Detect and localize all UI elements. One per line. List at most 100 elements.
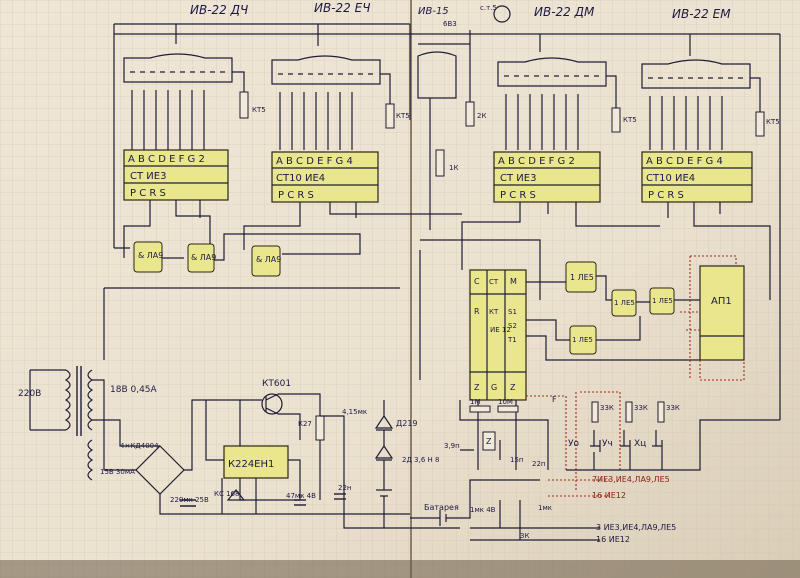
resistor-kt5-3 (611, 107, 621, 133)
resistor-1k (435, 149, 445, 177)
bus-label-2: 16 ИЕ12 (592, 491, 626, 500)
trafo-output-label: 18В 0,45А (110, 385, 158, 395)
svg-text:Хц: Хц (634, 439, 646, 449)
cap2-label: 47мк 4В (286, 492, 316, 500)
page-edge-shadow (0, 560, 800, 578)
resistor-k27-label: К27 (298, 420, 312, 428)
tube-5 (641, 59, 751, 89)
svg-text:R: R (474, 307, 480, 316)
counter-1-row1: A B C D E F G 2 (128, 154, 205, 165)
svg-text:АП1: АП1 (711, 296, 732, 307)
aux-winding-label: 15В 30мА (100, 468, 135, 476)
resistor-kt5-1 (239, 91, 249, 119)
filter-cap-label: 220мк 25В (170, 496, 209, 504)
tube5-label: ИВ-22 ЕМ (672, 7, 731, 21)
resistor-33k-1-label: 33К (600, 404, 614, 412)
mains-label: 220В (18, 389, 41, 399)
resistor-kt5-3-label: КТ5 (623, 116, 637, 124)
cap3-label: 22н (338, 484, 351, 492)
tube4-label: ИВ-22 ДМ (534, 5, 595, 19)
svg-text:Уо: Уо (568, 439, 579, 449)
svg-text:M: M (510, 277, 517, 286)
crystal (482, 431, 496, 451)
svg-text:S2: S2 (508, 322, 517, 330)
resistor-3k-label: 3К (520, 532, 529, 540)
gate-la9-3: & ЛА9 (251, 245, 281, 277)
bus-label-1: 7ИЕ3,ИЕ4,ЛА9,ЛЕ5 (592, 475, 670, 484)
resistor-k27 (315, 415, 325, 441)
gate-la9-1: & ЛА9 (133, 241, 163, 273)
neon-lamp-icon (493, 5, 511, 23)
neon-label: 6В3 (443, 20, 457, 28)
svg-text:Z: Z (474, 383, 480, 392)
gate-le5-3: 1 ЛЕ5 (649, 287, 675, 315)
counter-1-row3: P C R S (130, 188, 166, 199)
diode-bridge (92, 379, 410, 515)
counter-2-row3: P C R S (278, 190, 314, 201)
pin-f-label: F (552, 395, 557, 404)
transistor-kt601 (261, 393, 283, 415)
counter-chip-3: A B C D E F G 2 СТ ИЕ3 P C R S (493, 151, 601, 203)
gate-la9-2: & ЛА9 (187, 243, 216, 273)
counter-3-row1: A B C D E F G 2 (498, 156, 575, 167)
tube-4 (497, 57, 607, 87)
svg-text:КТ: КТ (489, 308, 499, 316)
zener-label: КС 168 (214, 490, 239, 498)
gate-le5-2: 1 ЛЕ5 (611, 289, 637, 317)
xtal-cap-label: 3,9п (444, 442, 460, 450)
svg-text:& ЛА9: & ЛА9 (191, 253, 216, 262)
resistor-1m-label: 1М (470, 398, 481, 406)
resistor-kt5-4-label: КТ5 (766, 118, 780, 126)
button-correct[interactable]: Хц (634, 430, 663, 452)
gate-le5-1: 1 ЛЕ5 (565, 261, 597, 293)
counter-3-row3: P C R S (500, 190, 536, 201)
svg-text:& ЛА9: & ЛА9 (138, 251, 163, 260)
diode-d219-label: Д219 (396, 419, 418, 428)
cap7-label: 22п (532, 460, 545, 468)
cap4-label: 1мк 4В (470, 506, 496, 514)
resistor-33k-3 (657, 401, 665, 423)
resistor-33k-2 (625, 401, 633, 423)
svg-text:1 ЛЕ5: 1 ЛЕ5 (652, 297, 673, 305)
button-minutes[interactable]: Уч (602, 430, 631, 452)
cap5-label: 1мк (538, 504, 552, 512)
resistor-10m-label: 10М (498, 398, 513, 406)
counter-4-row3: P C R S (648, 190, 684, 201)
resistor-1k-label: 1К (449, 164, 458, 172)
counter-chip-1: A B C D E F G 2 СТ ИЕ3 P C R S (123, 149, 229, 201)
transistor-label: КТ601 (262, 379, 291, 389)
tube2-label: ИВ-22 ЕЧ (314, 1, 370, 15)
counter-4-row2: СТ10 ИЕ4 (646, 173, 695, 184)
svg-text:Z: Z (510, 383, 516, 392)
svg-text:1 ЛЕ5: 1 ЛЕ5 (614, 299, 635, 307)
resistor-kt5-4 (755, 111, 765, 137)
gate-le5-4: 1 ЛЕ5 (569, 325, 597, 355)
clock-chip-ie12: C СТ M R КТ ИЕ 12 S1 S2 T1 Z G Z (469, 269, 527, 401)
counter-2-row1: A B C D E F G 4 (276, 156, 353, 167)
neon-sub-label: с.т.5 (480, 4, 497, 12)
svg-text:ИЕ 12: ИЕ 12 (490, 326, 511, 334)
resistor-33k-3-label: 33К (666, 404, 680, 412)
tube-1 (123, 53, 233, 83)
svg-text:СТ: СТ (489, 278, 499, 286)
crystal-label: Z (486, 437, 492, 446)
svg-text:1 ЛЕ5: 1 ЛЕ5 (570, 273, 594, 282)
resistor-10m (497, 405, 519, 413)
button-hours[interactable]: Уо (568, 430, 601, 452)
counter-chip-4: A B C D E F G 4 СТ10 ИЕ4 P C R S (641, 151, 753, 203)
resistor-33k-1 (591, 401, 599, 423)
counter-2-row2: СТ10 ИЕ4 (276, 173, 325, 184)
choke-label: 4,15мк (342, 408, 367, 416)
resistor-1m (469, 405, 491, 413)
bus-label-3: 3 ИЕ3,ИЕ4,ЛА9,ЛЕ5 (596, 523, 676, 532)
svg-text:К224ЕН1: К224ЕН1 (228, 459, 274, 470)
battery-label: Батарея (424, 503, 459, 512)
tube-2 (271, 55, 381, 85)
resistor-33k-2-label: 33К (634, 404, 648, 412)
resistor-kt5-1-label: КТ5 (252, 106, 266, 114)
cap6-label: 15п (510, 456, 523, 464)
resistor-2k (465, 101, 475, 127)
svg-text:C: C (474, 277, 480, 286)
chip-ap1: АП1 (699, 265, 745, 361)
